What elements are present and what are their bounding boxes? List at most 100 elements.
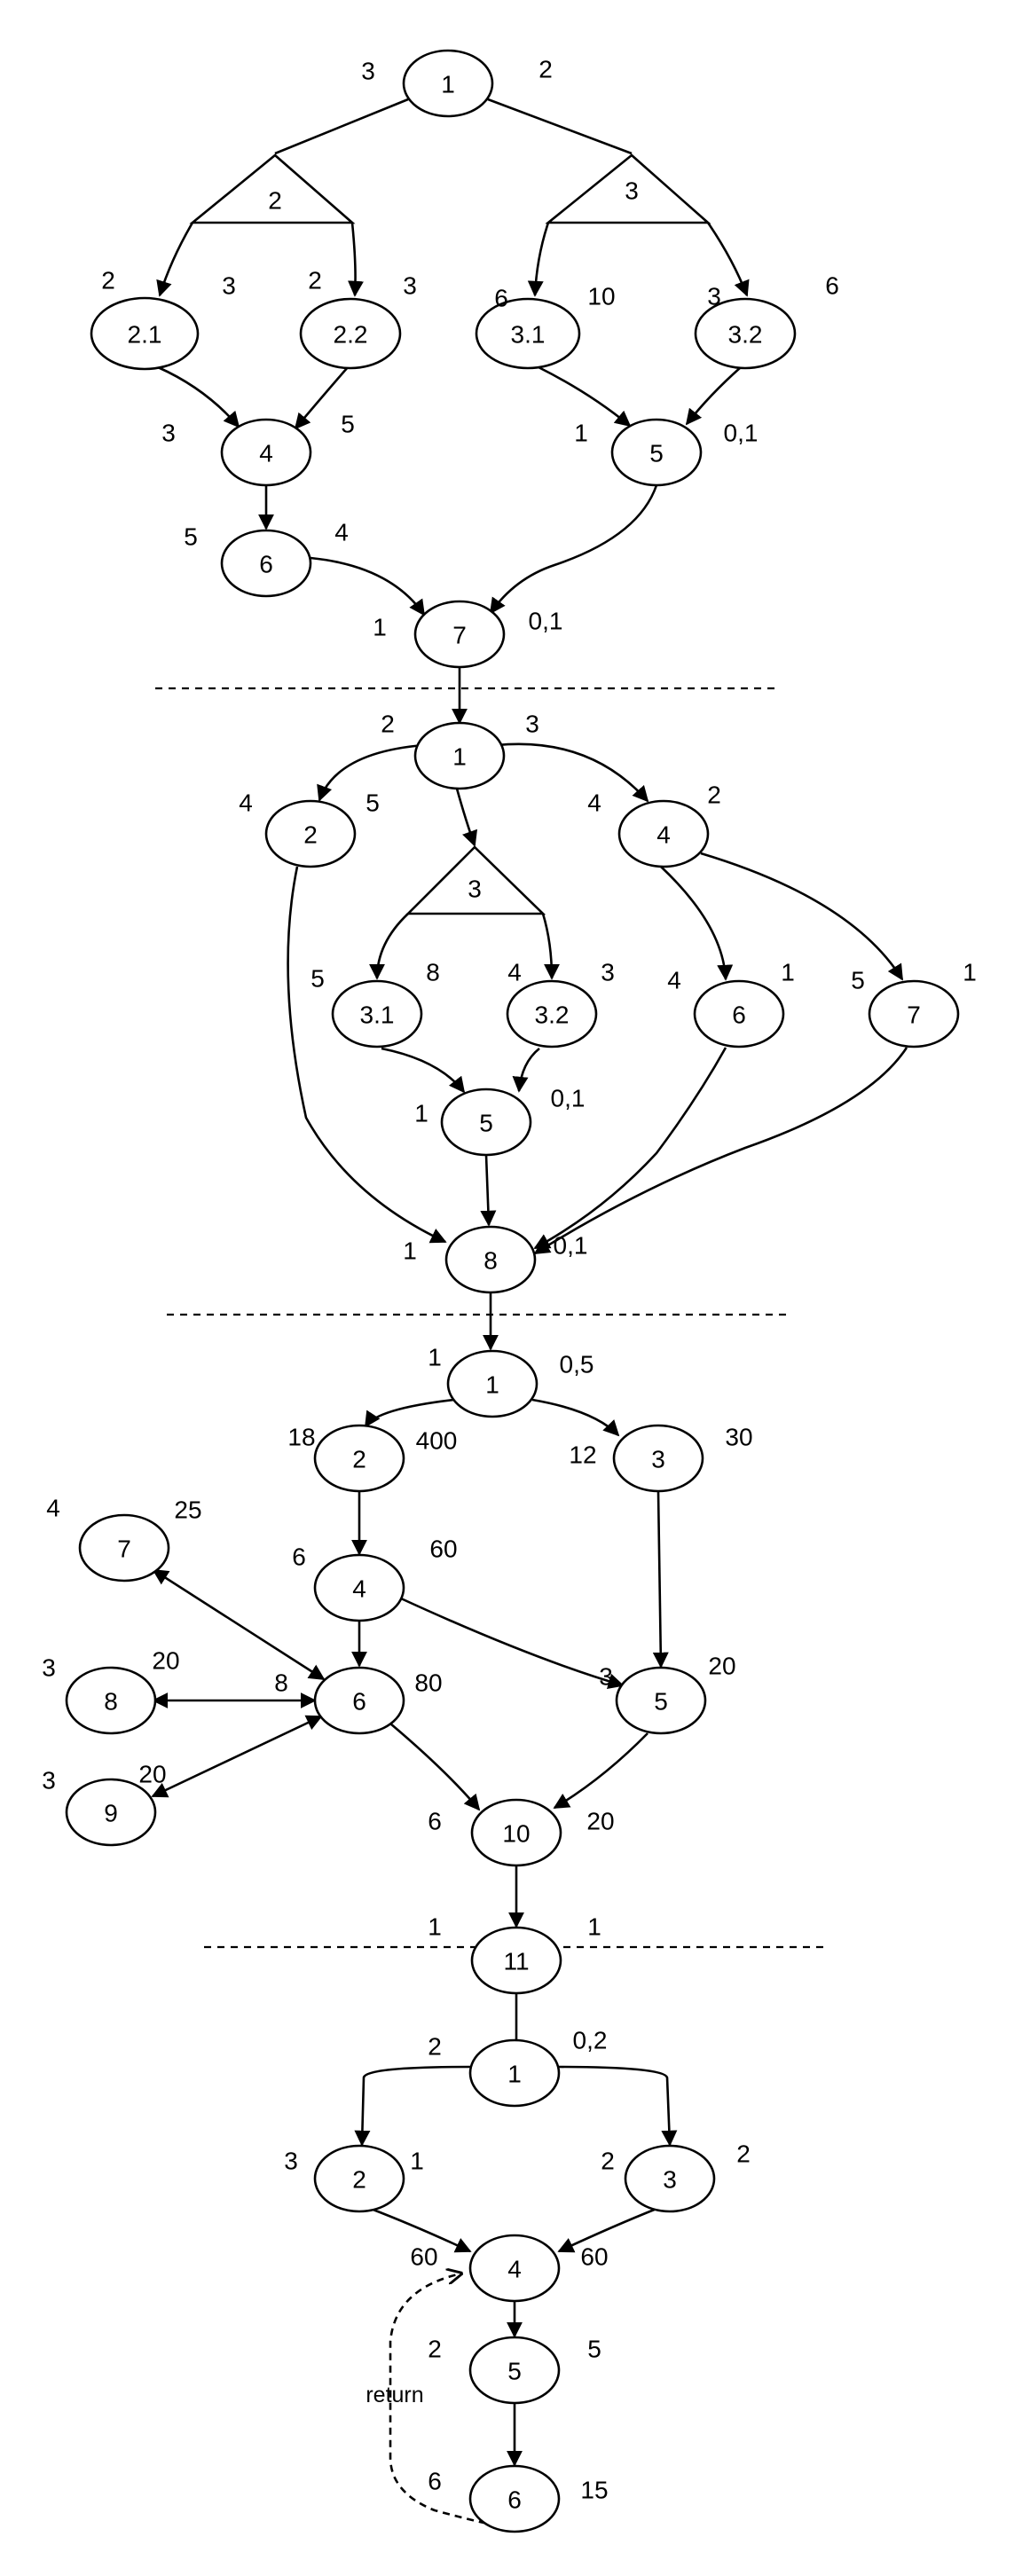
- node-weight-left: 5: [311, 965, 325, 993]
- edge-1-t2-to-2.2: [347, 222, 364, 297]
- node-label: 1: [441, 71, 455, 98]
- node-circle: [264, 799, 357, 868]
- node-circle: [413, 600, 506, 669]
- node-label: 10: [502, 1820, 530, 1848]
- node-label: 3: [663, 2166, 677, 2194]
- node-weight-right: 15: [580, 2477, 608, 2504]
- edge-4-2-to-4: [370, 2207, 472, 2253]
- node-circle: [617, 799, 710, 868]
- edge-1-5-to-7: [489, 484, 658, 615]
- node-weight-left: 6: [292, 1543, 306, 1571]
- node-weight-left: 4: [587, 789, 601, 817]
- node-label: 5: [649, 440, 664, 467]
- node-weight-left: 3: [599, 1663, 613, 1691]
- node-weight-right: 5: [341, 411, 355, 438]
- node-circle: [313, 1424, 405, 1493]
- node-weight-right: 3: [403, 272, 417, 300]
- node-circle: [624, 2144, 716, 2213]
- node-weight-right: 30: [725, 1424, 752, 1451]
- node-weight-left: 1: [428, 1344, 442, 1371]
- node-weight-left: 12: [569, 1441, 596, 1469]
- node-circle: [65, 1666, 157, 1735]
- edge-1-2.1-to-4: [157, 365, 240, 428]
- edge-2-2-to-8: [287, 866, 447, 1244]
- node-weight-right: 20: [586, 1808, 614, 1835]
- edge-2-t3-to-3.2: [541, 913, 560, 980]
- fork-label: 2: [268, 187, 282, 215]
- node-weight-right: 2: [707, 781, 721, 809]
- node-weight-right: 0,2: [573, 2027, 608, 2054]
- node-label: 2.2: [334, 321, 368, 349]
- node-label: 11: [503, 1948, 529, 1975]
- node-circle: [78, 1513, 170, 1583]
- node-weight-left: 3: [361, 58, 375, 85]
- node-label: 3.2: [728, 321, 763, 349]
- node-weight-left: 3: [707, 283, 721, 310]
- node-weight-left: 3: [284, 2148, 298, 2175]
- node-2-4: 4 4 2: [587, 781, 721, 868]
- edge-3-4-to-5: [400, 1597, 625, 1690]
- node-weight-left: 2: [308, 267, 322, 295]
- edge-2-3.1-to-5: [381, 1047, 466, 1094]
- node-circle: [313, 1666, 405, 1735]
- node-1-3.2: 3.2 3 6: [694, 272, 839, 370]
- node-weight-left: 5: [184, 523, 198, 551]
- node-label: 3.1: [511, 321, 546, 349]
- node-label: 2.1: [128, 321, 162, 349]
- edge-3-6-to-10: [389, 1723, 481, 1811]
- node-label: 4: [656, 821, 671, 849]
- edge-4-6-to-4: [389, 2274, 511, 2530]
- node-weight-left: 2: [101, 267, 115, 295]
- node-weight-right: 0,1: [724, 420, 759, 447]
- edge-3-3-to-5: [652, 1491, 669, 1669]
- node-weight-right: 6: [825, 272, 839, 300]
- node-weight-left: 3: [42, 1654, 56, 1682]
- node-label: 1: [452, 743, 467, 771]
- edge-3-6-to-9: [151, 1715, 323, 1798]
- node-circle: [220, 529, 312, 598]
- edge-1-t3-to-3.2: [706, 222, 750, 297]
- node-weight-right: 20: [152, 1647, 179, 1675]
- node-weight-left: 1: [373, 614, 387, 641]
- node-weight-right: 0,1: [529, 608, 563, 635]
- node-weight-left: 2: [428, 2336, 442, 2363]
- node-circle: [90, 296, 200, 371]
- edge-3-1-to-2: [364, 1398, 455, 1428]
- edge-2-7-to-8: [533, 1047, 908, 1255]
- node-circle: [693, 979, 785, 1048]
- node-weight-right: 2: [539, 56, 553, 83]
- edge-2-4-to-6: [660, 866, 734, 981]
- edge-1-1-to-t2: [274, 98, 409, 155]
- node-weight-right: 0,1: [551, 1085, 586, 1112]
- node-weight-right: 0,5: [560, 1351, 594, 1378]
- edge-2-4-to-7: [700, 852, 904, 981]
- node-circle: [440, 1088, 532, 1157]
- node-1-1: 1 3 2: [361, 49, 553, 118]
- edge-4-1-to-2: [354, 2065, 473, 2147]
- node-weight-left: 5: [851, 967, 865, 994]
- node-label: 6: [732, 1001, 746, 1029]
- edge-1-2.2-to-4: [294, 366, 349, 430]
- node-label: 6: [259, 551, 273, 578]
- node-circle: [470, 1926, 562, 1995]
- node-circle: [446, 1349, 539, 1418]
- edge-2-1-to-2: [317, 743, 425, 802]
- node-label: 6: [352, 1688, 366, 1716]
- edge-1-3.1-to-5: [538, 365, 632, 428]
- node-weight-left: 4: [46, 1495, 60, 1522]
- edge-1-6-to-7: [310, 556, 426, 617]
- node-2-5: 510,1: [414, 1085, 586, 1157]
- node-weight-left: 3: [42, 1767, 56, 1795]
